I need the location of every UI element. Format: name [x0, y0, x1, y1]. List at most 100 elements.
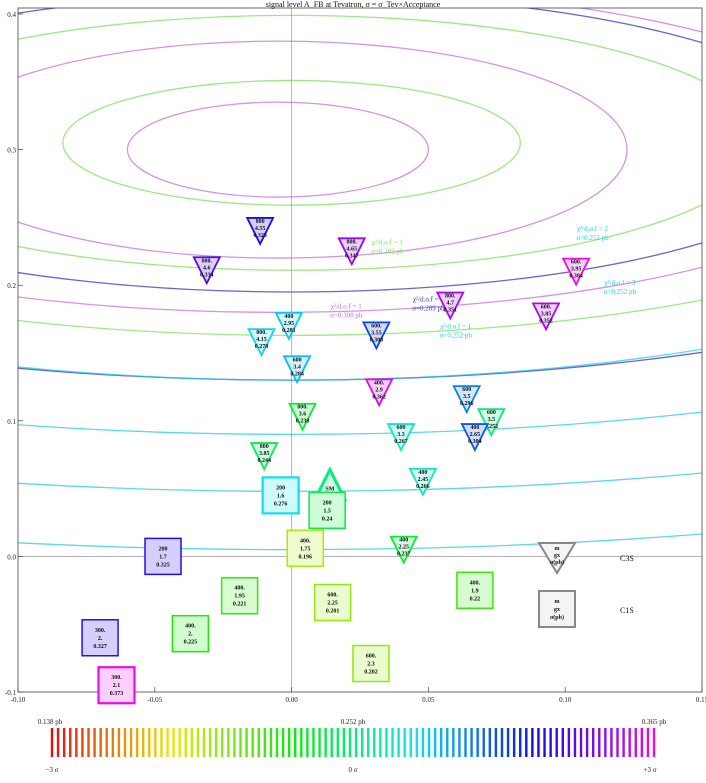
- marker-text: 300.: [111, 675, 122, 681]
- marker-text: 600: [462, 387, 471, 393]
- x-tick-label: -0.05: [148, 696, 163, 704]
- marker-text: 400.: [185, 624, 196, 630]
- legend-triangle-shape: [537, 542, 577, 575]
- marker-text: 0.284: [290, 371, 304, 377]
- marker-text: 1.5: [323, 508, 331, 514]
- marker-text: 4.65: [347, 246, 358, 252]
- triangle-point: 400.2.90.362: [364, 378, 394, 408]
- square-point: 400.1.90.22: [456, 571, 494, 610]
- contour-layer: [18, 8, 702, 551]
- contour-label: σ=0.252 pb: [576, 234, 609, 242]
- triangle-marker: [247, 328, 276, 358]
- colorbar-right-sigma: +3 σ: [644, 766, 657, 774]
- marker-text: 0.202: [364, 670, 378, 676]
- marker-text: 1.75: [300, 546, 311, 552]
- axes-layer: -0.10-0.050.000.050.100.15-0.10.00.10.20…: [5, 7, 706, 704]
- contour-label: σ=0.252 pb: [604, 288, 637, 296]
- marker-text: 800: [256, 219, 265, 225]
- triangle-marker: [245, 217, 275, 246]
- marker-text: 2.9: [375, 387, 383, 393]
- marker-text: 0.252: [485, 424, 499, 430]
- triangle-marker: [460, 423, 490, 453]
- triangle-point: 600.3.550.308: [361, 321, 391, 351]
- marker-text: 2.65: [470, 432, 481, 438]
- x-tick-label: -0.10: [11, 696, 26, 704]
- marker-text: 3.6: [299, 412, 307, 418]
- colorbar-min-label: 0.138 pb: [38, 718, 63, 726]
- marker-text: 0.327: [93, 644, 107, 650]
- contour-label: σ=0.308 pb: [330, 311, 363, 319]
- marker-text: 2.45: [418, 477, 429, 483]
- marker-text: 0.237: [397, 552, 411, 558]
- triangle-marker: [408, 467, 438, 497]
- marker-text: 0.238: [296, 419, 310, 425]
- marker-text: 1.9: [471, 588, 479, 594]
- triangle-marker: [386, 423, 416, 453]
- y-tick-label: -0.1: [5, 689, 17, 697]
- marker-text: 800.: [256, 330, 267, 336]
- square-point: 400. 1.95 0.221: [220, 576, 259, 615]
- marker-text: 3.85: [259, 451, 270, 457]
- legend-label: C1S: [620, 606, 634, 615]
- marker-text: 0.281: [282, 328, 296, 334]
- legend-label: C3S: [620, 554, 634, 563]
- contour-label: χ²/d.o.f = 3: [604, 279, 635, 287]
- marker-text: 400.: [300, 538, 311, 544]
- marker-text: 4.6: [203, 265, 211, 271]
- y-tick-label: 0.4: [7, 11, 16, 19]
- marker-text: 400.: [234, 586, 245, 592]
- marker-text: 400: [470, 425, 479, 431]
- contour-ellipse: [126, 101, 430, 198]
- triangle-point: 800.4.70.351: [435, 291, 465, 321]
- marker-text: 0.24: [322, 516, 333, 522]
- square-marker: [313, 583, 352, 622]
- contour-ellipse: [18, 348, 702, 381]
- plot-frame: [17, 7, 703, 693]
- marker-text: 0.347: [345, 253, 359, 259]
- marker-text: 600.: [571, 260, 582, 266]
- colorbar-mid-sigma: 0 σ: [348, 766, 357, 774]
- square-marker: [220, 576, 259, 615]
- triangle-marker: [364, 378, 394, 408]
- marker-text: 800.: [297, 405, 308, 411]
- marker-text: 2.25: [327, 601, 338, 607]
- marker-text: 0.221: [233, 602, 247, 608]
- marker-text: 400: [284, 314, 293, 320]
- marker-text: 600.: [327, 593, 338, 599]
- marker-text: 1.95: [234, 594, 245, 600]
- square-point: 400. 1.75 0.196: [286, 529, 325, 568]
- contour-ellipse: [18, 299, 702, 336]
- marker-text: 400: [418, 470, 427, 476]
- colorbar-mid-label: 0.252 pb: [341, 718, 366, 726]
- legend-marker-text: m: [555, 546, 560, 552]
- square-marker: [456, 571, 494, 610]
- triangle-marker: [249, 442, 279, 472]
- marker-text: 800.: [347, 239, 358, 245]
- marker-text: 3.4: [293, 364, 301, 370]
- marker-text: 400.: [470, 580, 481, 586]
- legend-marker-text: gx: [554, 553, 560, 559]
- marker-text: 800.: [445, 294, 456, 300]
- contour-ellipse: [18, 411, 702, 435]
- marker-text: 800.: [202, 258, 213, 264]
- square-marker: [308, 491, 346, 530]
- square-marker: [352, 644, 390, 683]
- colorbar-max-label: 0.365 pb: [642, 718, 667, 726]
- marker-text: 0.244: [257, 458, 271, 464]
- marker-text: 0.351: [444, 308, 458, 314]
- contour-label: χ²/d.o.f = 1: [413, 295, 444, 303]
- marker-text: 0.196: [299, 554, 313, 560]
- marker-text: 0.384: [569, 274, 583, 280]
- marker-text: 1.7: [159, 554, 167, 560]
- triangle-marker: [476, 408, 506, 438]
- marker-text: 2.3: [367, 662, 375, 668]
